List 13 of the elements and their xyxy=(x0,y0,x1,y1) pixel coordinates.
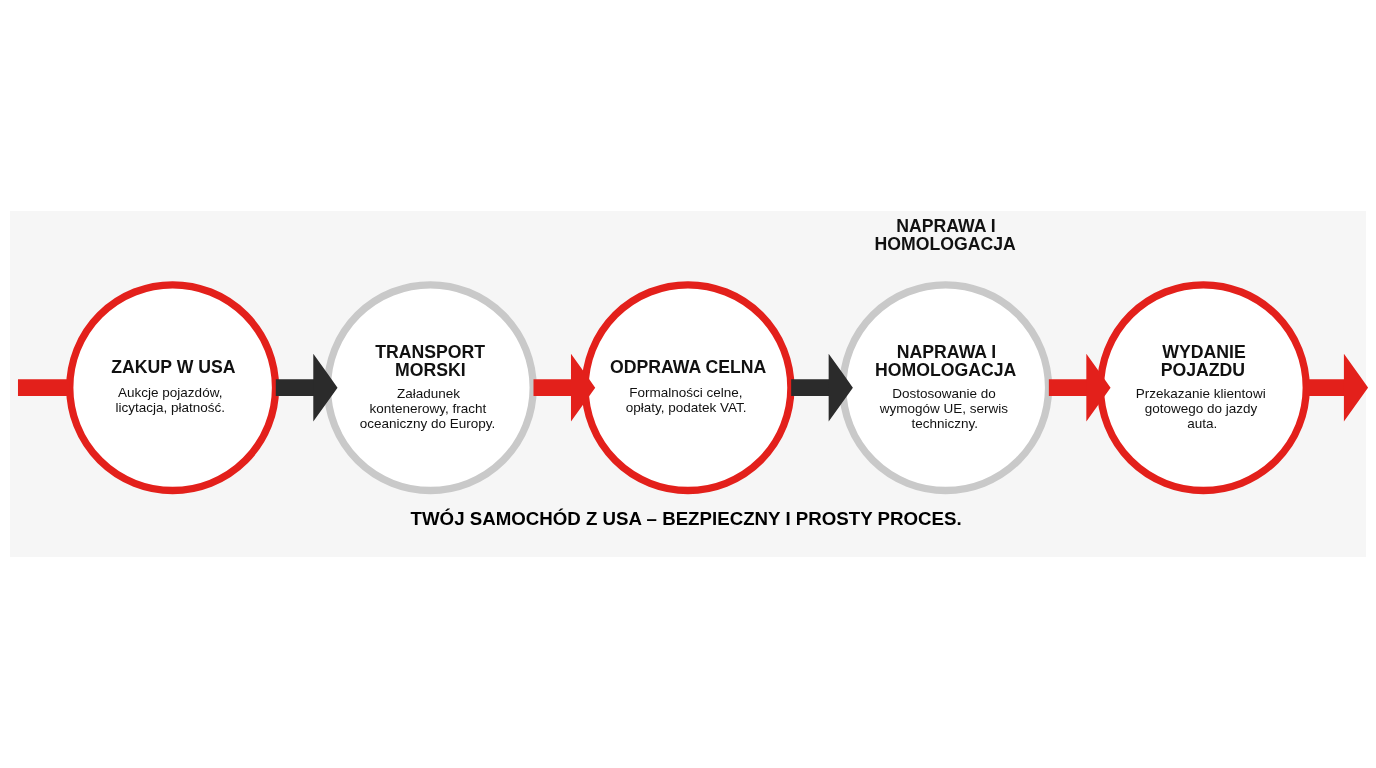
arrow xyxy=(533,353,596,422)
node-circle: ZAKUP W USA Aukcje pojazdów, licytacja, płatność. xyxy=(66,281,280,495)
node-circle: WYDANIE POJAZDU Przekazanie klientowi gotowego do jazdy auta. xyxy=(1096,281,1310,495)
arrow xyxy=(1306,353,1368,422)
arrow xyxy=(1048,353,1111,422)
node-circle: ODPRAWA CELNA Formalności celne, opłaty, podatek VAT. xyxy=(581,281,795,495)
arrow xyxy=(275,353,338,422)
arrow xyxy=(791,353,853,422)
caption: TWÓJ SAMOCHÓD Z USA – BEZPIECZNY I PROSTY PROCES. xyxy=(410,508,962,530)
node-circle: TRANSPORT MORSKI Załadunek kontenerowy, fracht oceaniczny do Europy. xyxy=(323,281,537,495)
node-label: NAPRAWA I HOMOLOGACJA xyxy=(874,216,1016,255)
node-circle: NAPRAWA I HOMOLOGACJA Dostosowanie do wymogów UE, serwis techniczny. xyxy=(839,281,1053,495)
connector xyxy=(18,379,70,396)
